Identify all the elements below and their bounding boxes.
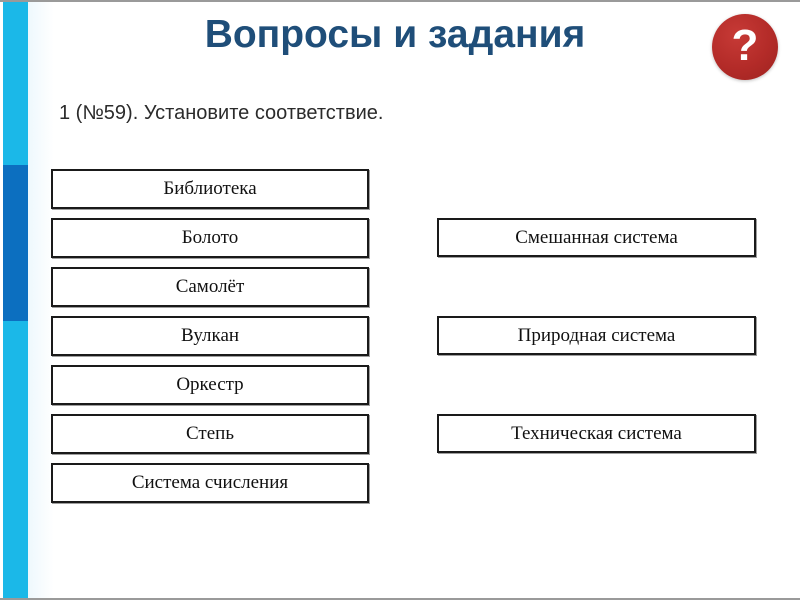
match-item-right[interactable]: Смешанная система [437, 218, 756, 257]
task-prompt: 1 (№59). Установите соответствие. [59, 102, 384, 124]
question-mark-badge: ? [712, 14, 778, 80]
match-item-right[interactable]: Техническая система [437, 414, 756, 453]
accent-bar-fade [28, 2, 54, 598]
match-item-right[interactable]: Природная система [437, 316, 756, 355]
match-item-left[interactable]: Степь [51, 414, 369, 454]
question-mark-icon: ? [731, 21, 759, 70]
page-title: Вопросы и задания [204, 13, 586, 56]
accent-bar-dark-segment [3, 165, 28, 321]
match-item-left[interactable]: Болото [51, 218, 369, 258]
match-item-left[interactable]: Библиотека [51, 169, 369, 209]
match-item-left[interactable]: Самолёт [51, 267, 369, 307]
match-item-left[interactable]: Вулкан [51, 316, 369, 356]
left-terms-column: Библиотека Болото Самолёт Вулкан Оркестр… [51, 169, 369, 503]
match-item-left[interactable]: Система счисления [51, 463, 369, 503]
match-item-left[interactable]: Оркестр [51, 365, 369, 405]
right-categories-column: Смешанная система Природная система Техн… [437, 218, 756, 453]
